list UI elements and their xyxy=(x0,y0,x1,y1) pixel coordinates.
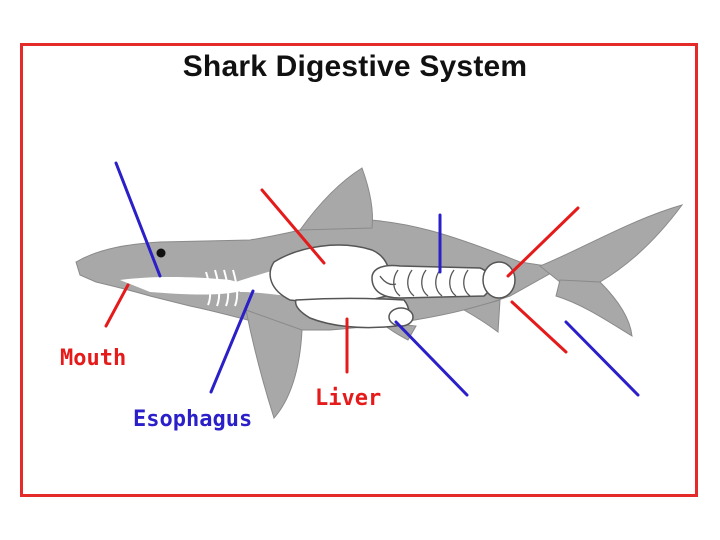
shark-eye xyxy=(156,248,166,258)
mouth-cavity xyxy=(120,277,252,295)
pointer-eye-blue xyxy=(114,161,162,278)
pointer-rectum-red-upper xyxy=(506,206,580,278)
label-mouth: Mouth xyxy=(60,346,126,371)
spiral-intestine xyxy=(371,264,492,299)
pectoral-fin xyxy=(245,309,303,419)
tail-fin-upper xyxy=(539,204,684,283)
small-lobe xyxy=(388,307,414,327)
digestive-organs xyxy=(120,244,516,329)
tail-fin-lower xyxy=(555,279,633,337)
pointer-lines xyxy=(104,161,640,397)
label-esophagus: Esophagus xyxy=(133,407,252,432)
dorsal-fin xyxy=(299,167,373,231)
page-title: Shark Digestive System xyxy=(182,50,528,83)
pointer-esophagus-blue xyxy=(209,289,255,394)
pointer-mouth-red xyxy=(104,283,130,328)
diagram-frame xyxy=(20,43,698,497)
pointer-stomach-red xyxy=(260,188,326,265)
label-liver: Liver xyxy=(315,386,381,411)
posterior-bulb xyxy=(482,261,516,299)
pointer-rectum-red-lower xyxy=(510,300,568,354)
pointer-pancreas-blue xyxy=(394,320,469,397)
anal-fin xyxy=(462,299,501,333)
pointer-cloaca-blue xyxy=(564,320,640,397)
